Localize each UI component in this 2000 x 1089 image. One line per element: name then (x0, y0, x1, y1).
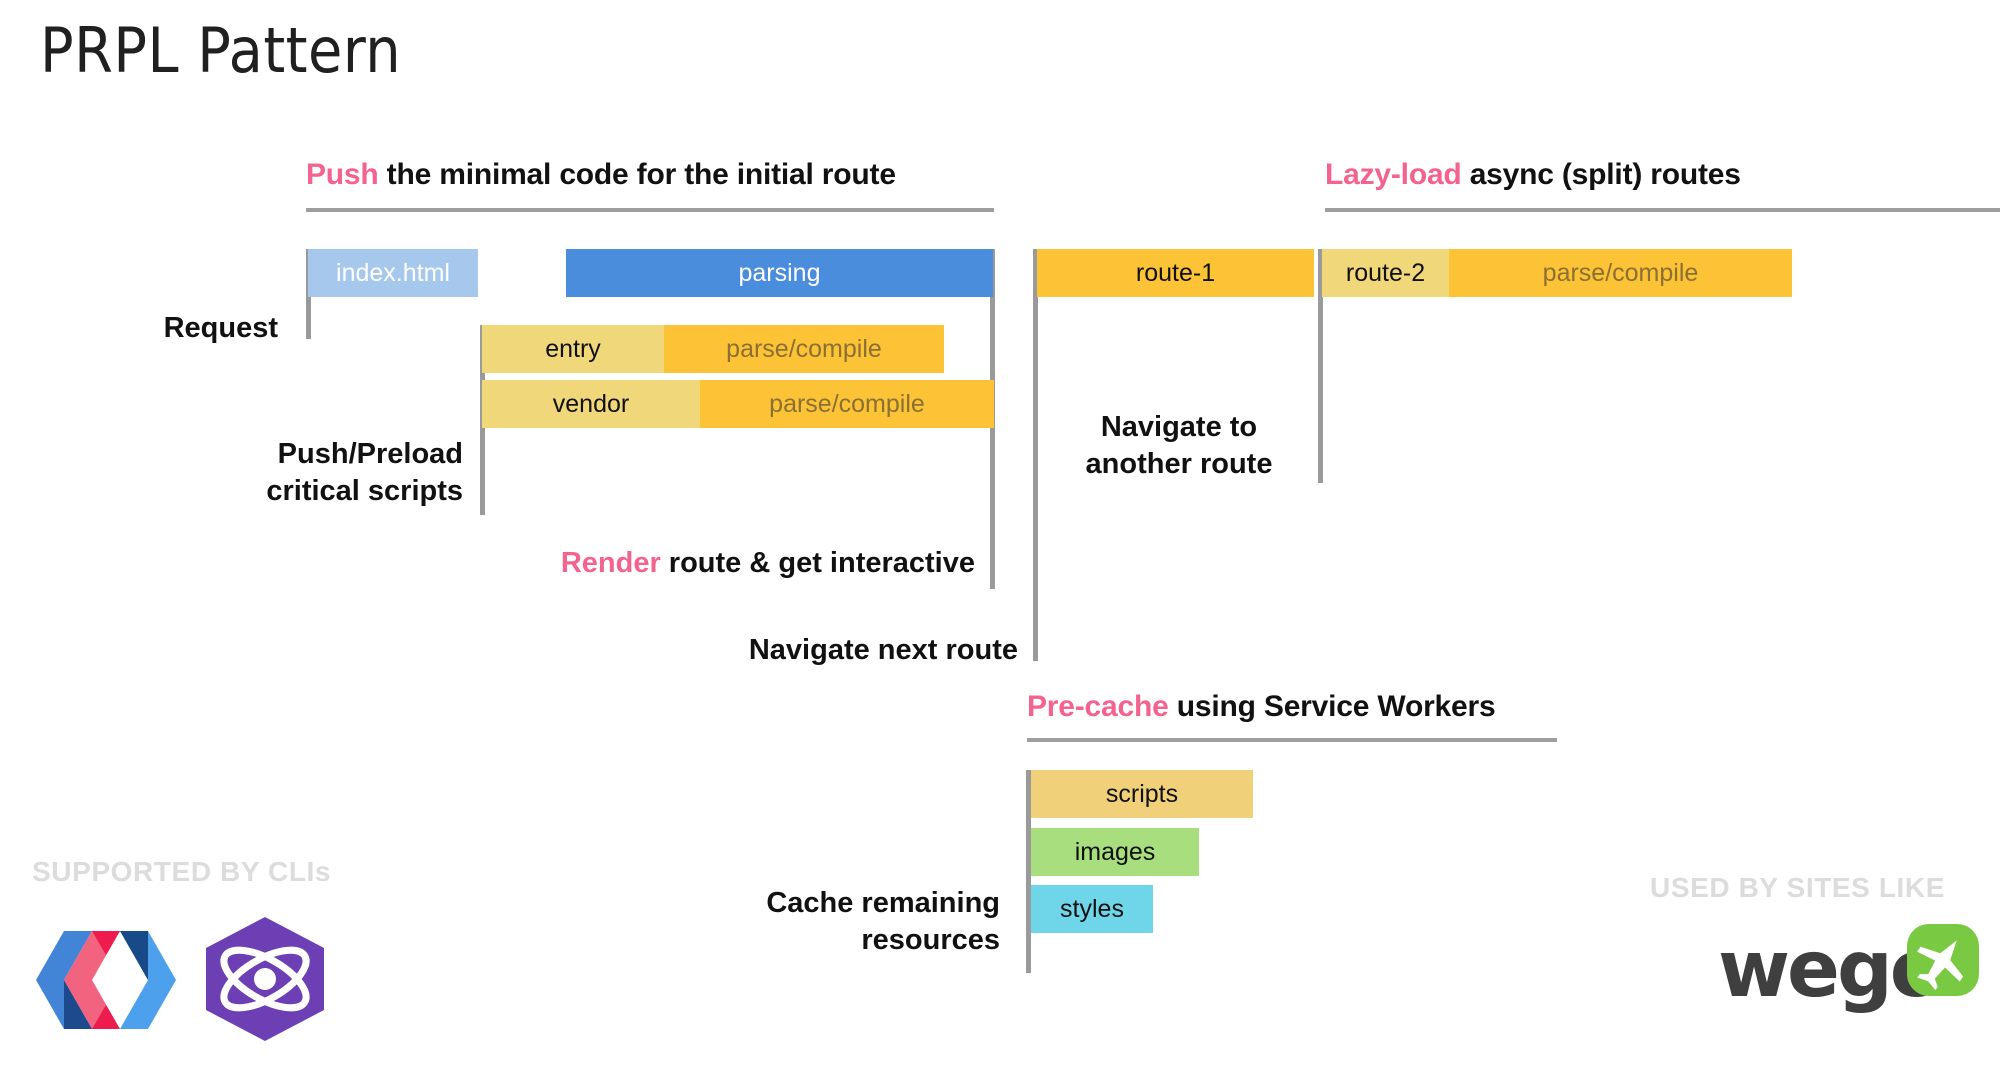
render-label-rest: route & get interactive (660, 547, 975, 579)
page-title: PRPL Pattern (40, 14, 402, 87)
pre-cache-section-rule (1027, 738, 1557, 742)
images-bar: images (1031, 828, 1199, 876)
lazy-load-section-rule (1325, 208, 2000, 212)
entry-parse-compile-segment: parse/compile (664, 325, 944, 373)
navigate-another-line-1: Navigate to (1100, 411, 1258, 443)
pre-cache-section-heading: Pre-cache using Service Workers (1027, 690, 1496, 724)
pre-cache-axis-line (1026, 770, 1031, 973)
navigate-next-row-label: Navigate next route (748, 634, 1018, 666)
navigate-next-axis-line (1033, 249, 1038, 661)
styles-bar: styles (1031, 885, 1153, 933)
lazy-load-heading-rest: async (split) routes (1461, 158, 1741, 191)
lazy-load-section-heading: Lazy-load async (split) routes (1325, 158, 1741, 192)
vendor-parse-compile-segment: parse/compile (700, 380, 994, 428)
wego-wordmark: wego (1718, 925, 1943, 1015)
atom-hexagon-logo (200, 915, 330, 1043)
styles-segment: styles (1031, 885, 1153, 933)
index-html-bar: index.html (308, 249, 478, 297)
cache-remaining-line-1: Cache remaining (766, 887, 1000, 919)
render-keyword: Render (560, 547, 661, 579)
pre-cache-keyword: Pre-cache (1027, 690, 1169, 723)
route-2-segment: route-2 (1322, 249, 1449, 297)
route-2-bar: route-2 parse/compile (1322, 249, 1792, 297)
scripts-segment: scripts (1031, 770, 1253, 818)
navigate-another-route-label: Navigate to another route (1040, 409, 1318, 483)
supported-by-clis-caption: SUPPORTED BY CLIs (32, 856, 332, 887)
route-1-segment: route-1 (1037, 249, 1314, 297)
scripts-bar: scripts (1031, 770, 1253, 818)
push-keyword: Push (306, 158, 379, 191)
lazy-load-keyword: Lazy-load (1325, 158, 1462, 191)
entry-segment: entry (482, 325, 664, 373)
request-row-label: Request (163, 312, 278, 344)
push-section-heading: Push the minimal code for the initial ro… (306, 158, 896, 192)
airplane-icon (1905, 922, 1981, 998)
pre-cache-heading-rest: using Service Workers (1168, 690, 1496, 723)
push-preload-line-2: critical scripts (266, 475, 463, 508)
push-preload-row-label: Push/Preload critical scripts (140, 436, 463, 510)
vendor-segment: vendor (482, 380, 700, 428)
polymer-logo (36, 925, 176, 1035)
entry-bar: entry parse/compile (482, 325, 944, 373)
used-by-sites-like-caption: USED BY SITES LIKE (1650, 872, 1946, 903)
push-section-rule (306, 208, 994, 212)
render-row-label: Render route & get interactive (320, 545, 975, 582)
parsing-segment: parsing (566, 249, 993, 297)
push-preload-line-1: Push/Preload (277, 438, 463, 470)
index-html-segment: index.html (308, 249, 478, 297)
route-2-parse-compile-segment: parse/compile (1449, 249, 1792, 297)
vendor-bar: vendor parse/compile (482, 380, 994, 428)
navigate-another-line-2: another route (1085, 448, 1273, 481)
parsing-bar: parsing (566, 249, 993, 297)
route-2-axis-line (1318, 249, 1323, 483)
images-segment: images (1031, 828, 1199, 876)
route-1-bar: route-1 (1037, 249, 1314, 297)
cache-remaining-line-2: resources (861, 924, 1000, 957)
push-heading-rest: the minimal code for the initial route (378, 158, 896, 191)
cache-remaining-label: Cache remaining resources (620, 885, 1000, 959)
